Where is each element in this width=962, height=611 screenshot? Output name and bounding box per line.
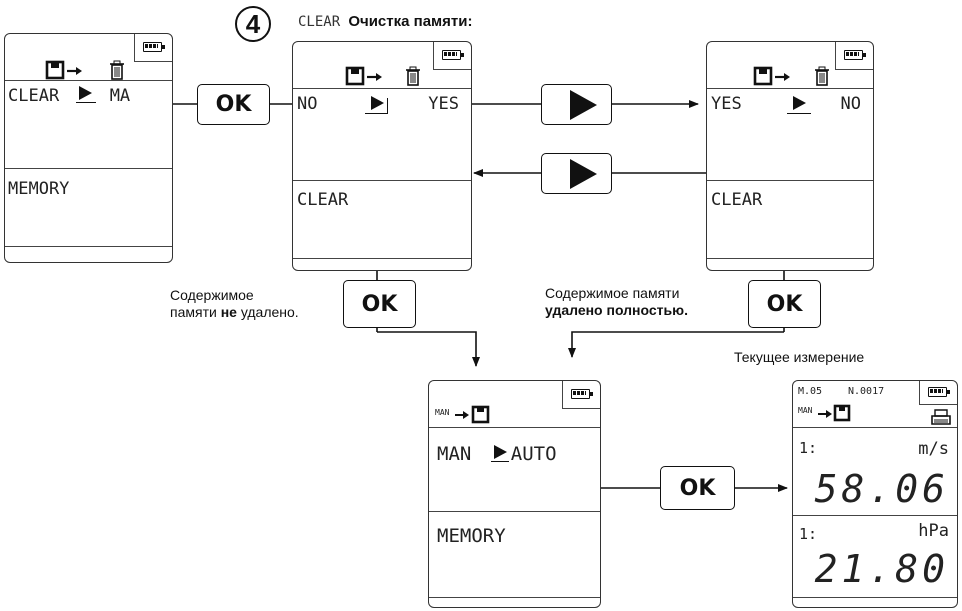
ok-button[interactable]: OK bbox=[748, 280, 821, 328]
measurement-value-2: 21.80 bbox=[814, 547, 949, 591]
step-title: Очистка памяти: bbox=[348, 13, 473, 30]
step-code: CLEAR bbox=[298, 14, 341, 30]
save-to-trash-icon-group bbox=[45, 60, 124, 80]
device-screen-initial: CLEAR MA MEMORY bbox=[4, 33, 173, 263]
caption-not-deleted-line1: Содержимое bbox=[170, 287, 254, 303]
lcd-row-clear: CLEAR MA bbox=[8, 85, 168, 106]
device-screen-man-auto: MAN MAN AUTO MEMORY bbox=[428, 380, 601, 608]
record-number-label: N.0017 bbox=[848, 386, 885, 397]
option-yes: YES bbox=[428, 94, 459, 114]
save-to-trash-icon-group bbox=[753, 66, 829, 86]
right-arrow-icon bbox=[67, 67, 82, 75]
ok-button[interactable]: OK bbox=[660, 466, 735, 510]
play-button[interactable] bbox=[541, 153, 612, 194]
battery-icon bbox=[134, 34, 172, 62]
trash-icon bbox=[815, 66, 829, 86]
save-to-trash-icon-group bbox=[345, 66, 420, 86]
menu-clear: CLEAR bbox=[711, 190, 763, 210]
caption-not-deleted-line2: памяти не удалено. bbox=[170, 304, 299, 320]
measurement-value-1: 58.06 bbox=[814, 467, 949, 511]
step-number-badge: 4 bbox=[235, 6, 271, 42]
step-header: CLEAR Очистка памяти: bbox=[298, 13, 472, 30]
floppy-disk-icon bbox=[345, 66, 365, 86]
play-selector-icon bbox=[75, 85, 99, 103]
menu-clear: CLEAR bbox=[297, 190, 349, 210]
caption-current-measurement: Текущее измерение bbox=[734, 349, 865, 365]
device-screen-measurement: M.05 N.0017 MAN 1: m/s 58.06 1: hPa 21.8… bbox=[792, 380, 958, 608]
right-arrow-icon bbox=[367, 73, 382, 81]
printer-icon bbox=[931, 409, 951, 425]
connector-arrow bbox=[568, 331, 784, 358]
lcd-row-man-auto: MAN AUTO bbox=[437, 443, 557, 465]
memory-index-label: M.05 bbox=[798, 386, 823, 397]
battery-icon bbox=[835, 42, 873, 70]
play-selector-icon bbox=[490, 444, 511, 462]
device-screen-clear-no: NO YES CLEAR bbox=[292, 41, 472, 271]
man-small-label: MAN bbox=[435, 408, 450, 417]
caption-deleted: Содержимое памяти удалено полностью. bbox=[545, 285, 688, 319]
device-screen-clear-yes: YES NO CLEAR bbox=[706, 41, 874, 271]
save-arrow-icon bbox=[454, 405, 490, 424]
man-small-label: MAN bbox=[798, 406, 813, 415]
play-selector-icon bbox=[365, 94, 393, 114]
unit2-label: hPa bbox=[918, 521, 949, 541]
play-button[interactable] bbox=[541, 84, 612, 125]
option-yes: YES bbox=[711, 94, 742, 114]
trash-icon bbox=[406, 66, 420, 86]
channel1-label: 1: bbox=[799, 439, 818, 457]
ok-button[interactable]: OK bbox=[343, 280, 416, 328]
floppy-disk-icon bbox=[45, 60, 65, 80]
caption-not-deleted: Содержимое памяти не удалено. bbox=[170, 287, 299, 321]
battery-icon bbox=[562, 381, 600, 409]
option-man: MAN bbox=[437, 443, 472, 465]
battery-icon bbox=[919, 381, 957, 405]
channel2-label: 1: bbox=[799, 525, 818, 543]
option-no: NO bbox=[840, 94, 861, 114]
option-ma: MA bbox=[109, 86, 131, 106]
option-auto: AUTO bbox=[510, 443, 557, 465]
right-arrow-icon bbox=[775, 73, 790, 81]
option-clear: CLEAR bbox=[8, 86, 60, 106]
man-to-memory-indicator: MAN bbox=[798, 401, 853, 423]
option-no: NO bbox=[297, 94, 318, 114]
trash-icon bbox=[110, 60, 124, 80]
unit1-label: m/s bbox=[918, 439, 949, 459]
battery-icon bbox=[433, 42, 471, 70]
play-selector-icon bbox=[787, 94, 813, 114]
caption-deleted-line2: удалено полностью. bbox=[545, 302, 688, 318]
save-arrow-icon bbox=[817, 404, 851, 422]
man-to-memory-indicator: MAN bbox=[435, 401, 492, 425]
floppy-disk-icon bbox=[753, 66, 773, 86]
ok-button[interactable]: OK bbox=[197, 84, 270, 125]
step-number: 4 bbox=[245, 9, 261, 39]
menu-memory: MEMORY bbox=[8, 179, 70, 199]
menu-memory: MEMORY bbox=[437, 525, 506, 547]
caption-deleted-line1: Содержимое памяти bbox=[545, 285, 680, 301]
connector-arrow bbox=[377, 331, 480, 367]
